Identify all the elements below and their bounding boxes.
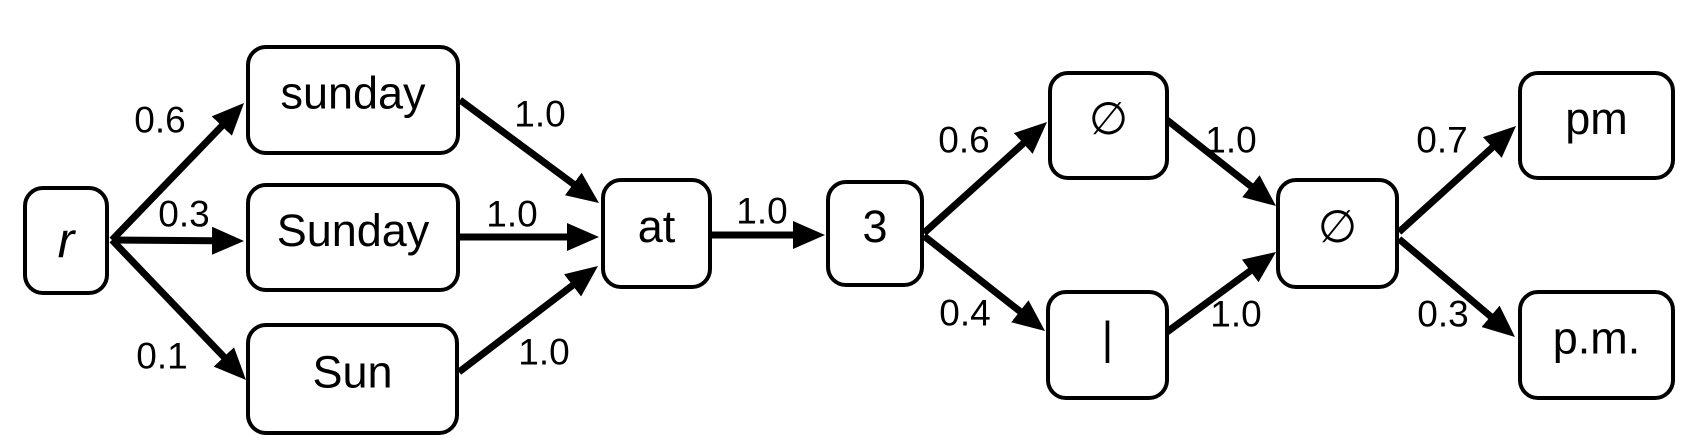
edge-bar-null-2: [1164, 252, 1276, 335]
edge-r-sunday: [109, 103, 244, 243]
node-label-p.m.: p.m.: [1553, 313, 1641, 364]
node-label-sunday: sunday: [280, 68, 426, 119]
edge-weight-label-r-Sunday: 0.3: [158, 194, 209, 235]
node-r: [23, 186, 109, 295]
edge-weight-label-at-3: 1.0: [736, 191, 787, 232]
edge-weight-label-3-null-1: 0.6: [938, 120, 989, 161]
node-label-bar: |: [1102, 313, 1114, 364]
node-label-3: 3: [862, 201, 887, 252]
node-Sunday: [246, 183, 460, 292]
edge-Sun-at: [456, 265, 598, 375]
node-p.m.: [1518, 290, 1675, 400]
edge-weight-label-r-sunday: 0.6: [134, 100, 185, 141]
edge-r-Sunday: [111, 226, 245, 255]
node-bar: [1046, 290, 1169, 400]
edge-weight-label-null-2-pm: 0.7: [1416, 120, 1467, 161]
node-label-Sun: Sun: [312, 347, 392, 398]
node-null-2: [1276, 178, 1399, 289]
edge-weight-label-null-1-null-2: 1.0: [1205, 120, 1256, 161]
node-label-Sunday: Sunday: [277, 205, 430, 256]
edge-weight-label-Sunday-at: 1.0: [486, 194, 537, 235]
edge-weight-label-3-bar: 0.4: [939, 293, 990, 334]
edge-3-null-1: [921, 122, 1048, 236]
edge-weight-label-r-Sun: 0.1: [136, 336, 187, 377]
node-label-at: at: [638, 201, 676, 252]
node-label-null-2: ∅: [1318, 201, 1357, 252]
node-at: [601, 178, 712, 289]
node-3: [826, 180, 924, 287]
edge-3-bar: [921, 233, 1046, 332]
edge-null-1-null-2: [1164, 117, 1277, 207]
edge-null-2-p.m.: [1396, 236, 1516, 337]
node-label-r: r: [58, 213, 77, 269]
edge-r-Sun: [109, 237, 246, 381]
edge-weight-label-null-2-p.m.: 0.3: [1417, 294, 1468, 335]
node-sunday: [246, 45, 460, 155]
edge-weight-label-bar-null-2: 1.0: [1210, 294, 1261, 335]
node-null-1: [1048, 71, 1169, 180]
node-pm: [1518, 71, 1675, 180]
edge-weight-label-sunday-at: 1.0: [514, 94, 565, 135]
edge-weight-label-Sun-at: 1.0: [518, 332, 569, 373]
node-Sun: [246, 323, 459, 435]
node-label-null-1: ∅: [1089, 93, 1128, 144]
edge-sunday-at: [457, 97, 599, 203]
edge-null-2-pm: [1396, 126, 1516, 235]
node-label-pm: pm: [1565, 93, 1628, 144]
